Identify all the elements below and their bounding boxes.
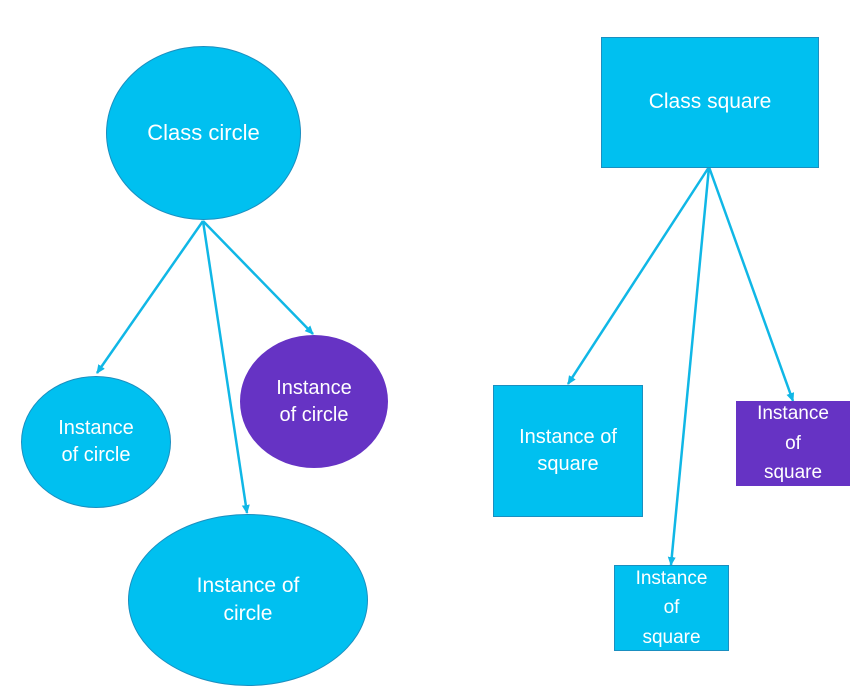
arrow-square-to-bottom-instance bbox=[667, 166, 711, 566]
instance-circle-left-label: Instance of circle bbox=[58, 417, 134, 466]
arrow-circle-to-bottom-instance bbox=[201, 220, 250, 514]
class-square-node: Class square bbox=[601, 37, 819, 168]
class-circle-node: Class circle bbox=[106, 46, 301, 220]
instance-circle-bottom-node: Instance of circle bbox=[128, 514, 368, 686]
instance-square-left-label: Instance of square bbox=[519, 426, 617, 475]
instance-square-bottom-label: Instance of square bbox=[635, 567, 708, 648]
arrow-square-to-left-instance bbox=[566, 166, 711, 385]
instance-square-left-node: Instance of square bbox=[493, 385, 643, 517]
instance-circle-purple-label: Instance of circle bbox=[276, 376, 352, 426]
class-square-label: Class square bbox=[648, 90, 772, 114]
class-circle-label: Class circle bbox=[147, 120, 260, 146]
instance-circle-bottom-label: Instance of circle bbox=[196, 573, 300, 625]
instance-circle-left-node: Instance of circle bbox=[21, 376, 171, 508]
arrow-circle-to-purple-instance bbox=[202, 220, 314, 335]
instance-square-purple-node: Instance of square bbox=[736, 401, 850, 486]
instance-circle-purple-node: Instance of circle bbox=[240, 335, 388, 468]
arrow-circle-to-left-instance bbox=[95, 220, 205, 374]
instance-square-purple-label: Instance of square bbox=[757, 403, 829, 484]
instance-square-bottom-node: Instance of square bbox=[614, 565, 729, 651]
arrow-square-to-purple-instance bbox=[707, 166, 795, 402]
